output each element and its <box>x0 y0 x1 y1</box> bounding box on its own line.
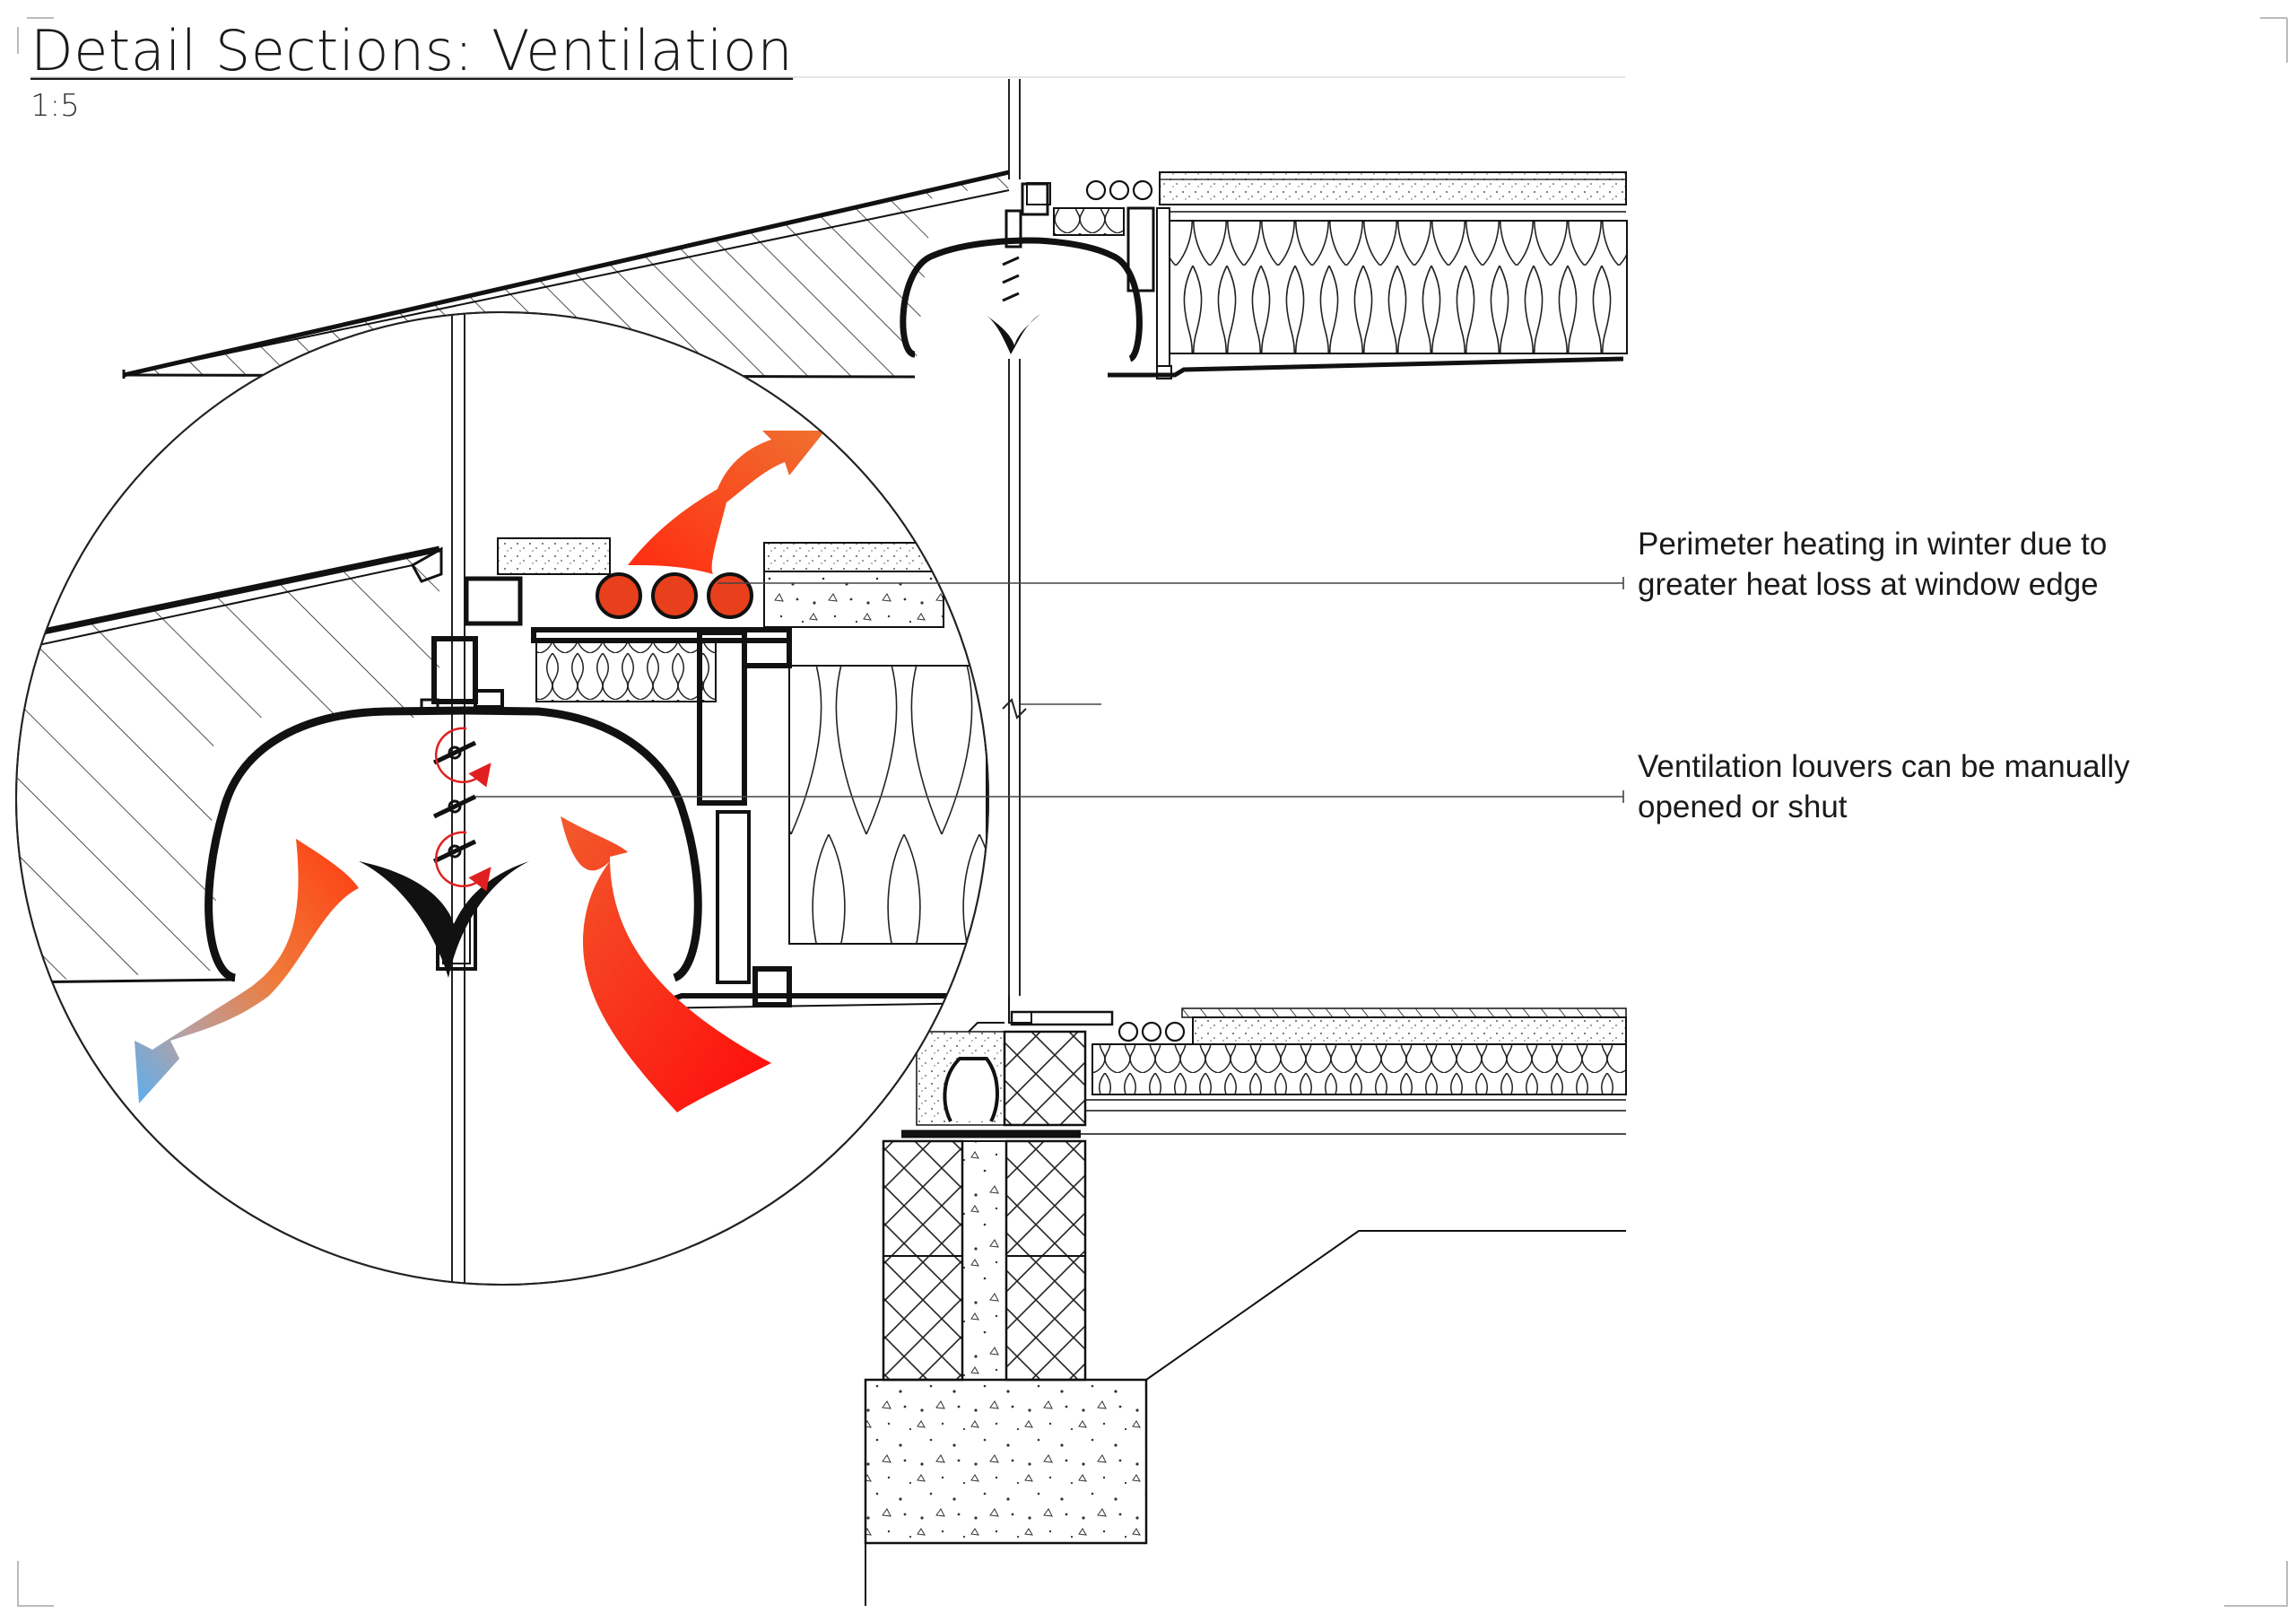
glazing-pane <box>1002 79 1101 996</box>
annotation-ventilation-louvers: Ventilation louvers can be manually open… <box>1638 749 2130 824</box>
louver-rotation-arrows <box>434 727 491 892</box>
foundation-walls <box>864 1139 1626 1606</box>
lower-floor-buildup <box>901 996 1627 1138</box>
sheet-corner-marks <box>17 17 2288 1607</box>
heating-pipes <box>596 572 753 619</box>
louver-blades <box>432 740 477 864</box>
magnified-detail <box>15 311 989 1286</box>
drawing-scale: 1:5 <box>30 88 80 124</box>
leader-lines <box>475 577 1624 803</box>
airflow-arrows <box>135 431 825 1112</box>
annotation-perimeter-heating: Perimeter heating in winter due to great… <box>1638 527 2108 602</box>
zoomed-floor-buildup <box>497 537 987 1011</box>
upper-floor-buildup <box>1026 171 1628 379</box>
drawing-title: Detail Sections: Ventilation <box>30 18 794 83</box>
